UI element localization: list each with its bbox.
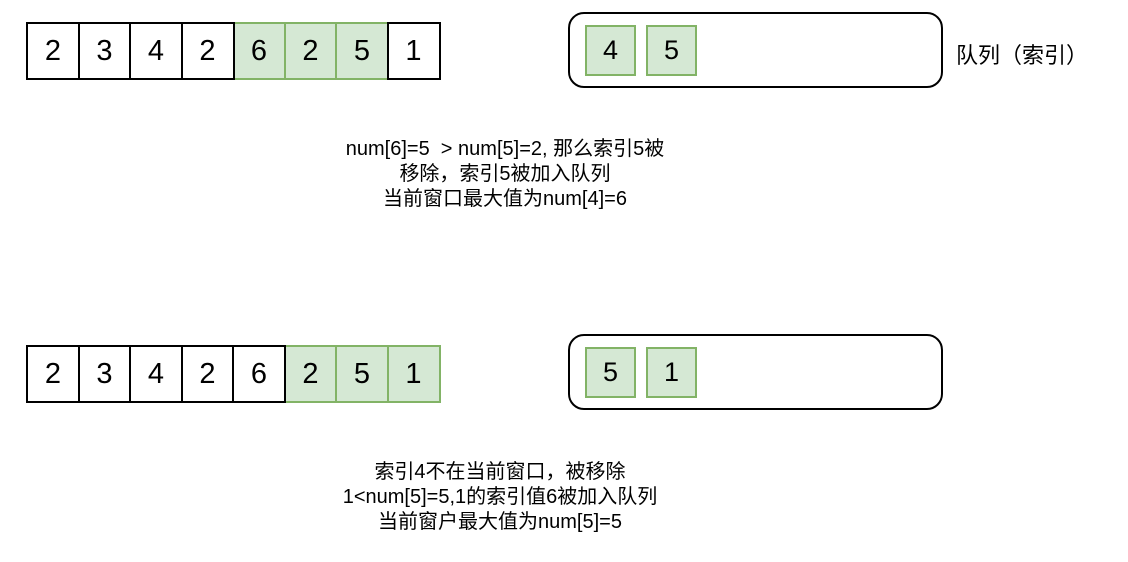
caption-line: 索引4不在当前窗口，被移除 [374,461,626,483]
array-cell: 2 [180,22,235,80]
array-cell: 6 [232,22,286,80]
caption-line: 1<num[5]=5,1的索引值6被加入队列 [342,486,658,508]
array-cell: 2 [283,345,338,403]
queue-label: 队列（索引） [956,43,1089,68]
array-cell: 2 [283,22,338,80]
array-cell: 5 [335,22,389,80]
array-cell: 2 [180,345,235,403]
array-cell: 2 [26,345,80,403]
queue-item: 5 [585,346,636,398]
caption-step1: num[6]=5 > num[5]=2, 那么索引5被移除，索引5被加入队列当前… [155,137,855,212]
caption-line: 移除，索引5被加入队列 [399,163,611,185]
caption-line: 当前窗户最大值为num[5]=5 [378,511,622,533]
caption-line: 当前窗口最大值为num[4]=6 [383,188,627,210]
array-cell: 3 [77,345,132,403]
array-cell: 6 [232,345,286,403]
queue-item: 5 [646,24,697,76]
array-cell: 3 [77,22,132,80]
array-cell: 2 [26,22,80,80]
array-cell: 1 [386,345,441,403]
array-cell: 4 [129,345,183,403]
caption-line: num[6]=5 > num[5]=2, 那么索引5被 [345,138,665,160]
queue-item: 4 [585,24,636,76]
array-cell: 1 [386,22,441,80]
array-cell: 5 [335,345,389,403]
array-cell: 4 [129,22,183,80]
caption-step2: 索引4不在当前窗口，被移除 1<num[5]=5,1的索引值6被加入队列当前窗户最… [150,460,850,535]
queue-item: 1 [646,346,697,398]
